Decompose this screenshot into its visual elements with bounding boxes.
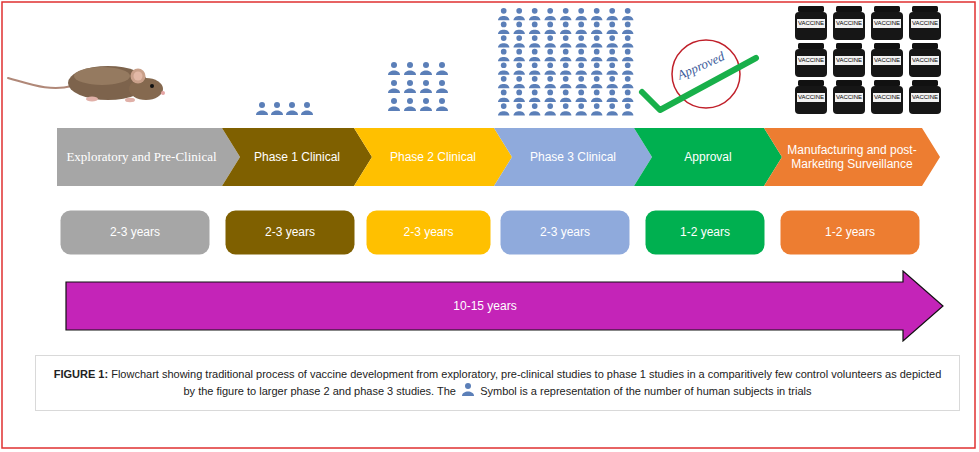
duration-text: 2-3 years <box>265 225 315 239</box>
stage-label: Approval <box>684 150 731 164</box>
bottle-label: VACCINE <box>873 94 901 101</box>
bottle-label: VACCINE <box>911 57 939 64</box>
bottle-label: VACCINE <box>835 94 863 101</box>
figure-number: FIGURE 1: <box>54 368 108 380</box>
duration-box: 1-2 years <box>645 210 765 255</box>
bottle-label: VACCINE <box>797 57 825 64</box>
caption-note: Symbol is a representation of the number… <box>480 385 811 397</box>
person-symbol <box>459 383 477 397</box>
duration-text: 2-3 years <box>110 225 160 239</box>
bottle-label: VACCINE <box>835 20 863 27</box>
duration-box: 2-3 years <box>60 210 210 255</box>
approved-stamp <box>642 40 756 110</box>
duration-text: 2-3 years <box>403 225 453 239</box>
stage-label: 10-15 years <box>453 299 516 313</box>
duration-box: 2-3 years <box>225 210 355 255</box>
duration-text: 1-2 years <box>680 225 730 239</box>
mouse-illustration <box>8 66 165 102</box>
bottle-label: VACCINE <box>911 20 939 27</box>
stage-chevron: Phase 1 Clinical <box>222 128 372 186</box>
bottle-label: VACCINE <box>835 57 863 64</box>
vaccine-bottles <box>795 6 941 114</box>
caption-box: FIGURE 1: Flowchart showing traditional … <box>35 355 960 411</box>
duration-text: 1-2 years <box>825 225 875 239</box>
caption-paragraph: FIGURE 1: Flowchart showing traditional … <box>50 367 945 400</box>
duration-box: 1-2 years <box>780 210 920 255</box>
stage-label: Manufacturing and post-Marketing Surveil… <box>786 143 918 172</box>
stage-chevron: Phase 2 Clinical <box>354 128 512 186</box>
stage-label: Phase 3 Clinical <box>530 150 616 164</box>
bottle-label: VACCINE <box>911 94 939 101</box>
duration-text: 2-3 years <box>540 225 590 239</box>
stage-label: Phase 2 Clinical <box>390 150 476 164</box>
bottle-label: VACCINE <box>797 94 825 101</box>
bottle-label: VACCINE <box>797 20 825 27</box>
duration-box: 2-3 years <box>366 210 491 255</box>
stage-label: Exploratory and Pre-Clinical <box>66 149 216 165</box>
subject-icons <box>256 8 633 116</box>
stage-label: Phase 1 Clinical <box>254 150 340 164</box>
stage-chevron: Exploratory and Pre-Clinical <box>57 128 240 186</box>
bottle-label: VACCINE <box>873 20 901 27</box>
stage-chevron: Manufacturing and post-Marketing Surveil… <box>764 128 940 186</box>
stage-chevron: Approval <box>634 128 782 186</box>
stage-chevron: Phase 3 Clinical <box>494 128 652 186</box>
bottle-label: VACCINE <box>873 57 901 64</box>
duration-box: 2-3 years <box>500 210 630 255</box>
total-time-arrow: 10-15 years <box>65 270 945 342</box>
